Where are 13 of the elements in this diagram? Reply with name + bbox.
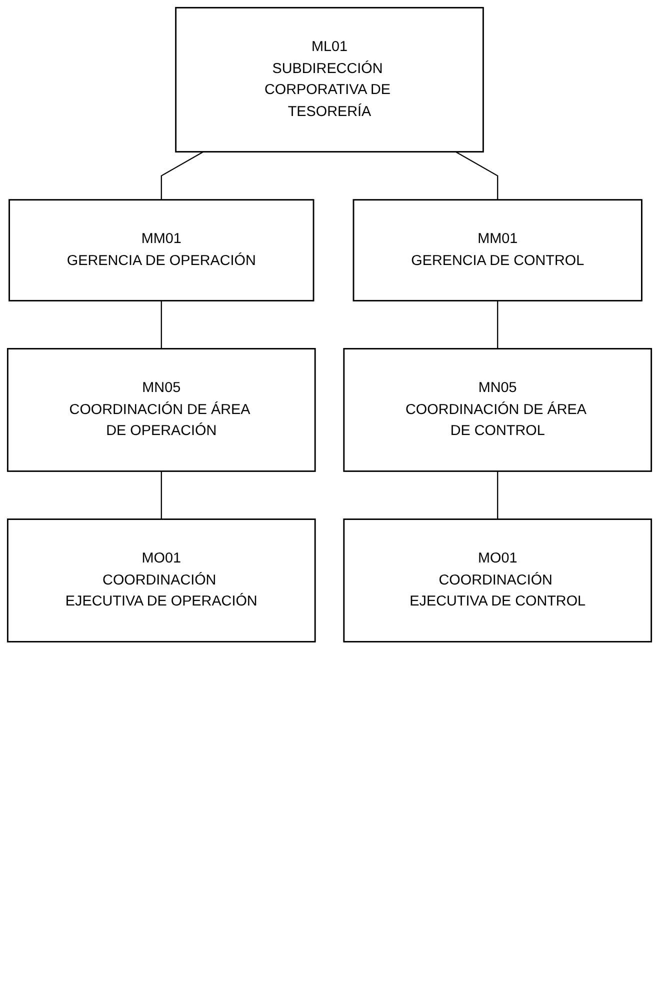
- node-box: MM01 GERENCIA DE CONTROL: [352, 199, 642, 302]
- node-box: MN05 COORDINACIÓN DE ÁREA DE OPERACIÓN: [6, 348, 316, 472]
- node-box: MN05 COORDINACIÓN DE ÁREA DE CONTROL: [343, 348, 652, 472]
- connector: [497, 300, 498, 349]
- node-box: MO01 COORDINACIÓN EJECUTIVA DE CONTROL: [343, 518, 652, 642]
- node-box: MO01 COORDINACIÓN EJECUTIVA DE OPERACIÓN: [6, 518, 316, 642]
- node-box: MM01 GERENCIA DE OPERACIÓN: [8, 199, 314, 302]
- connector: [160, 471, 162, 520]
- connector: [497, 471, 498, 520]
- connector: [160, 151, 204, 200]
- connector: [160, 300, 162, 349]
- node-box: ML01 SUBDIRECCIÓN CORPORATIVA DE TESORERÍA: [175, 6, 484, 152]
- connector: [455, 151, 498, 200]
